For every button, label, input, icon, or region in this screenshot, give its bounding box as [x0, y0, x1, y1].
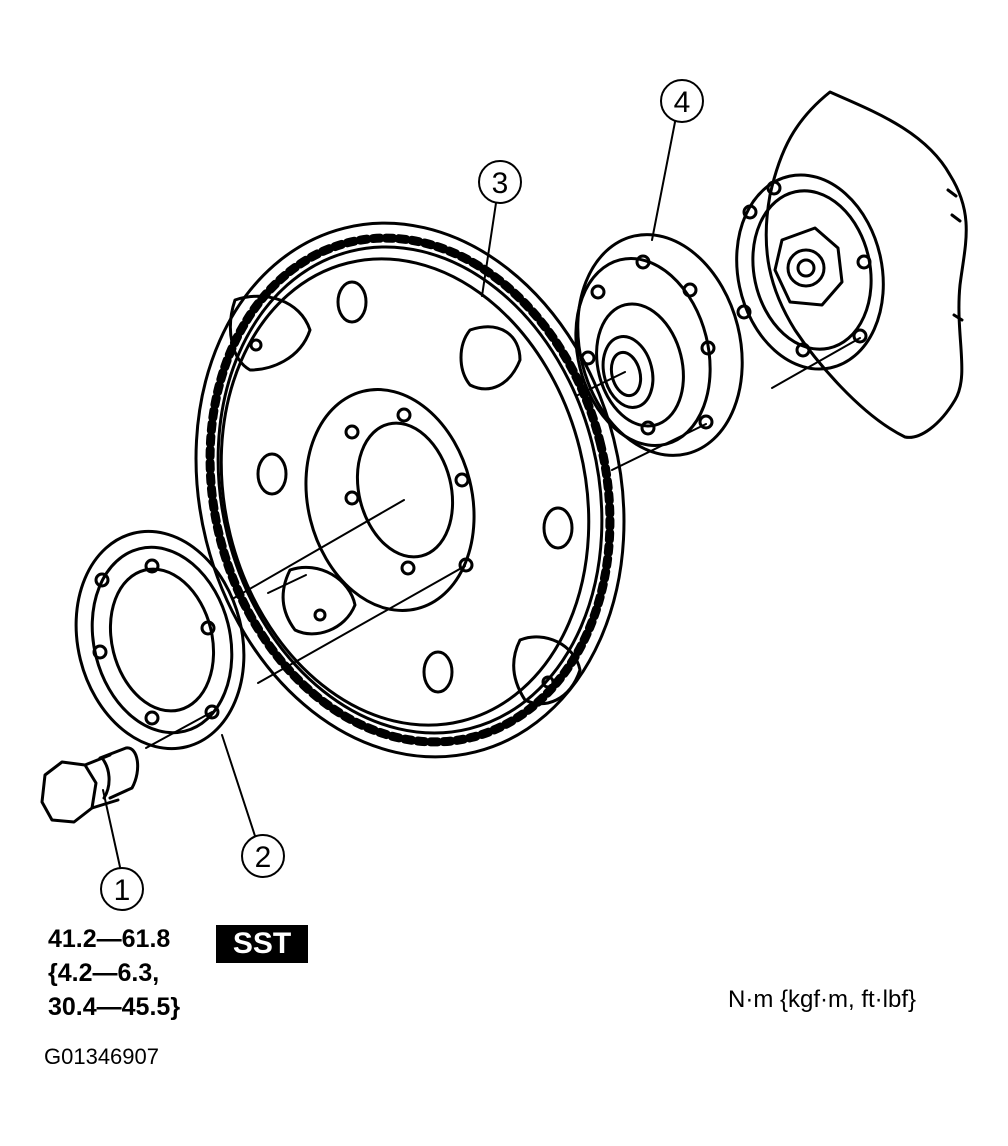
callout-circle-1 [100, 867, 144, 911]
callout-circle-2 [241, 834, 285, 878]
callout-label-2: 2 [255, 841, 272, 874]
sst-badge: SST [216, 925, 308, 963]
callout-label-3: 3 [492, 167, 509, 200]
callout-leaders [102, 121, 676, 868]
ring-gear-part-3 [194, 221, 626, 759]
callout-circle-3 [478, 160, 522, 204]
figure-id: G01346907 [44, 1044, 159, 1069]
torque-spec-line-2: {4.2—6.3, [48, 959, 160, 987]
crankshaft-flange-housing [735, 90, 968, 439]
backing-plate-part-2 [74, 529, 246, 751]
torque-spec-line-1: 41.2—61.8 [48, 925, 171, 953]
callout-circle-4 [660, 79, 704, 123]
callout-label-1: 1 [114, 874, 131, 907]
torque-spec: 41.2—61.8 {4.2—6.3, 30.4—45.5} [48, 922, 180, 1024]
adapter-plate-part-4 [574, 233, 744, 457]
callout-label-4: 4 [674, 86, 691, 119]
alignment-lines [145, 337, 861, 749]
bolt-part-1 [40, 746, 140, 824]
torque-spec-line-3: 30.4—45.5} [48, 993, 181, 1021]
unit-label: N·m {kgf·m, ft·lbf} [728, 986, 917, 1013]
